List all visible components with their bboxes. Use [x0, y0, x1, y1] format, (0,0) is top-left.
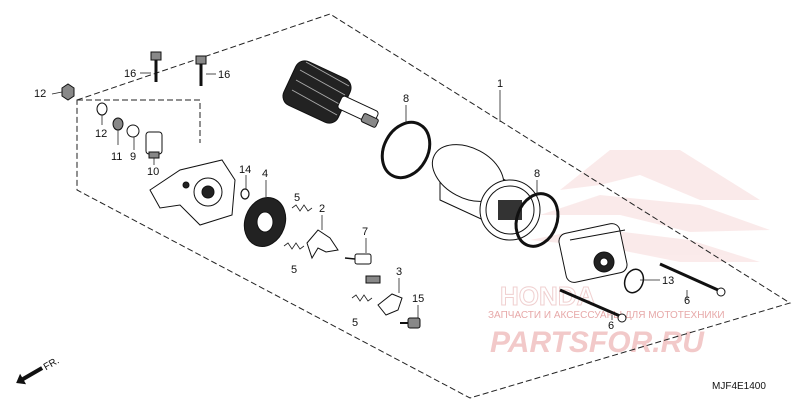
nut-top: [61, 83, 75, 101]
yoke-housing: [431, 144, 541, 241]
callout-1: 1: [497, 78, 503, 90]
front-direction-arrow: FR.: [16, 355, 61, 385]
brush: [344, 253, 372, 265]
callout-14: 14: [239, 164, 251, 176]
callout-4: 4: [262, 168, 268, 180]
callout-16-right: 16: [218, 69, 230, 81]
nut-12-lower: [96, 102, 108, 116]
watermark-brand: HONDA: [500, 281, 596, 311]
callout-7: 7: [362, 226, 368, 238]
leader-12a: [51, 91, 63, 95]
long-bolt-lower: [559, 288, 627, 323]
callout-15: 15: [412, 293, 424, 305]
diagram-code: MJF4E1400: [712, 381, 766, 392]
callout-3: 3: [396, 266, 402, 278]
bolt-16-right: [195, 55, 207, 86]
screw-15: [400, 317, 421, 329]
o-ring-left: [380, 120, 432, 180]
small-o-ring: [623, 268, 645, 294]
spring-upper: [291, 204, 313, 212]
callout-2: 2: [319, 203, 325, 215]
watermark-site: PARTSFOR.RU: [490, 326, 705, 359]
callout-12-left: 12: [34, 88, 46, 100]
callout-16-left: 16: [124, 68, 136, 80]
callout-6-upper: 6: [684, 295, 690, 307]
callout-13: 13: [662, 275, 674, 287]
insulator: [126, 124, 140, 138]
brush-terminal: [377, 293, 403, 316]
small-ring-14: [240, 188, 250, 200]
main-assembly-frame: [76, 13, 792, 399]
callout-5-lower: 5: [352, 317, 358, 329]
watermark-caption: ЗАПЧАСТИ И АКСЕССУАРЫ ДЛЯ МОТОТЕХНИКИ: [488, 310, 725, 321]
brush-plate: [306, 229, 339, 260]
front-arrow-label: FR.: [42, 355, 61, 373]
brush-holder: [243, 197, 287, 247]
spring-middle: [283, 242, 305, 250]
long-bolt-upper: [659, 262, 726, 297]
bolt-16-left: [150, 51, 162, 82]
callout-5-upper: 5: [294, 192, 300, 204]
washer: [112, 117, 124, 131]
rear-cover: [149, 159, 236, 226]
callout-12-lower: 12: [95, 128, 107, 140]
callout-9: 9: [130, 151, 136, 163]
small-clip: [365, 275, 381, 284]
o-ring-right: [514, 192, 560, 248]
armature: [282, 60, 379, 128]
callout-11: 11: [111, 151, 122, 163]
callout-8-right: 8: [534, 168, 540, 180]
callout-10: 10: [147, 166, 159, 178]
callout-5-middle: 5: [291, 264, 297, 276]
callout-8-left: 8: [403, 93, 409, 105]
callout-6-lower: 6: [608, 320, 614, 332]
spring-lower: [351, 294, 373, 302]
brush-holder-frame: [77, 99, 201, 143]
front-cover: [558, 223, 628, 283]
terminal: [145, 131, 163, 159]
